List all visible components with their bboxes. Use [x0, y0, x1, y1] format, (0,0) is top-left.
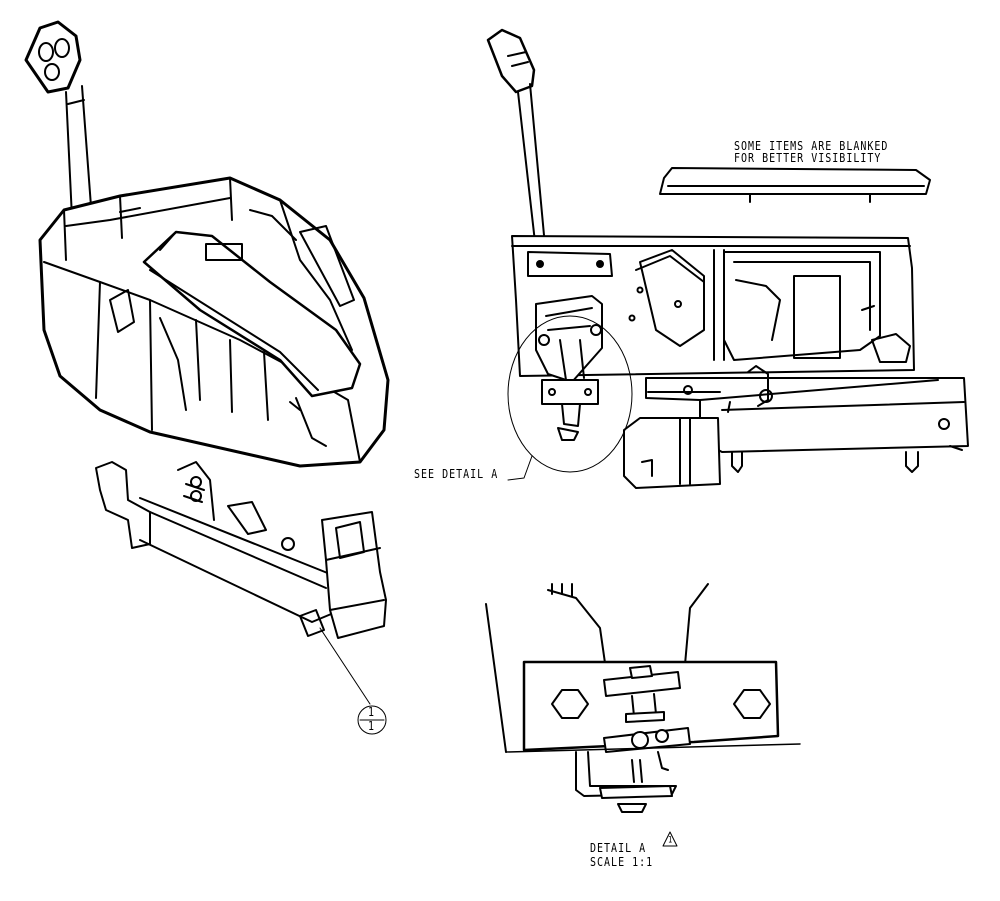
- blanked-note-line-2: FOR BETTER VISIBILITY: [734, 152, 882, 166]
- balloon-leader: [319, 627, 371, 705]
- console-frame: [511, 235, 915, 377]
- balloon-top-number: 1: [368, 706, 375, 720]
- detail-a-callout-circle: [507, 315, 633, 473]
- balloon-bottom-number: 1: [368, 720, 375, 734]
- revision-triangle-icon: [662, 831, 678, 847]
- isometric-console-view: [24, 20, 390, 735]
- console-housing: [38, 176, 390, 468]
- blanked-note-line-1: SOME ITEMS ARE BLANKED: [734, 140, 889, 154]
- see-detail-label: SEE DETAIL A: [414, 468, 499, 482]
- item-balloon: [357, 705, 387, 735]
- blanked-cover-part: [659, 167, 931, 203]
- lock-linkage: [535, 295, 603, 441]
- side-view-assembly: [486, 28, 969, 489]
- see-detail-leader: [507, 455, 533, 481]
- lower-mount-bracket: [95, 461, 387, 639]
- detail-title: DETAIL A: [590, 842, 647, 856]
- detail-scale: SCALE 1:1: [590, 856, 654, 870]
- base-rail: [623, 365, 969, 489]
- revision-marker-number: 1: [668, 835, 673, 845]
- detail-a-view: [485, 583, 801, 813]
